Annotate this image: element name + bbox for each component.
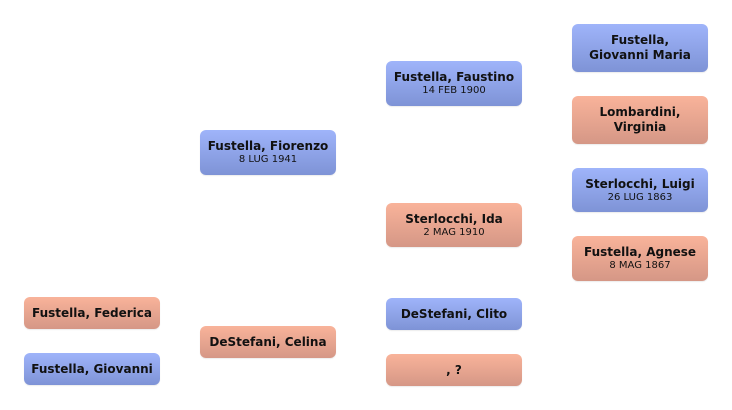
person-federica[interactable]: Fustella, Federica <box>24 297 160 329</box>
person-unknown[interactable]: , ? <box>386 354 522 386</box>
person-date: 14 FEB 1900 <box>422 85 486 96</box>
person-name: Fustella, Faustino <box>393 70 515 84</box>
person-name: Fustella, Giovanni Maria <box>589 33 691 62</box>
person-name: Sterlocchi, Ida <box>405 211 503 226</box>
person-date: 8 LUG 1941 <box>238 154 298 165</box>
person-name: Fustella, Fiorenzo <box>207 139 329 153</box>
person-giovanni[interactable]: Fustella, Giovanni <box>24 353 160 385</box>
person-name: Lombardini, Virginia <box>599 105 681 134</box>
person-fiorenzo[interactable]: Fustella, Fiorenzo 8 LUG 1941 <box>200 130 336 175</box>
person-date: 8 MAG 1867 <box>609 260 671 271</box>
person-ida[interactable]: Sterlocchi, Ida 2 MAG 1910 <box>386 203 522 247</box>
person-name: DeStefani, Clito <box>400 306 508 321</box>
person-name: , ? <box>446 362 462 377</box>
person-name: Fustella, Agnese <box>583 245 697 259</box>
person-name: Fustella, Federica <box>31 305 153 320</box>
person-name: Sterlocchi, Luigi <box>585 176 695 191</box>
person-luigi[interactable]: Sterlocchi, Luigi 26 LUG 1863 <box>572 168 708 212</box>
person-virginia[interactable]: Lombardini, Virginia <box>572 96 708 144</box>
person-celina[interactable]: DeStefani, Celina <box>200 326 336 358</box>
person-name: Fustella, Giovanni <box>31 361 153 376</box>
person-agnese[interactable]: Fustella, Agnese 8 MAG 1867 <box>572 236 708 281</box>
person-name: DeStefani, Celina <box>209 334 327 349</box>
person-date: 2 MAG 1910 <box>423 226 485 238</box>
person-faustino[interactable]: Fustella, Faustino 14 FEB 1900 <box>386 61 522 106</box>
person-date: 26 LUG 1863 <box>607 191 673 203</box>
person-clito[interactable]: DeStefani, Clito <box>386 298 522 330</box>
person-giovanni-maria[interactable]: Fustella, Giovanni Maria <box>572 24 708 72</box>
